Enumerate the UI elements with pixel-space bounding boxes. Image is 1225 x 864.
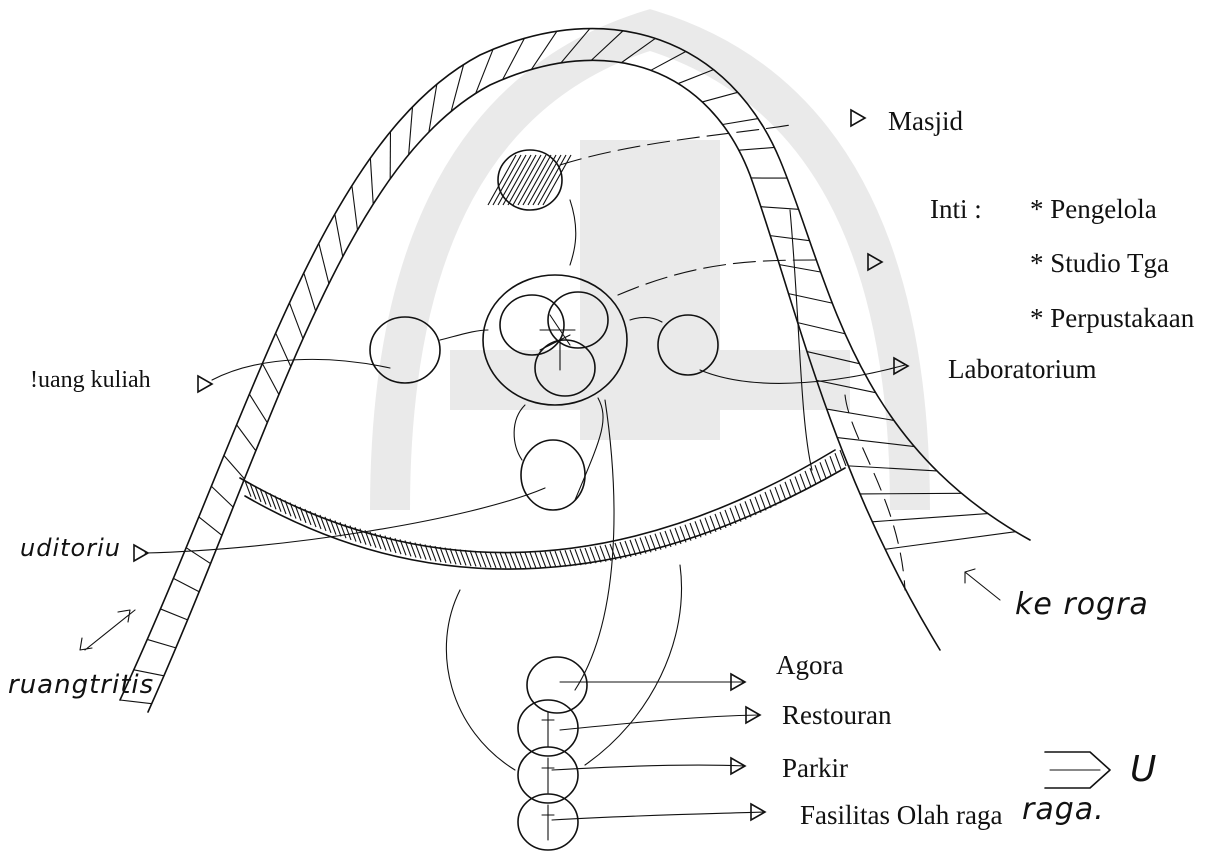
label-north: U [1130, 752, 1157, 788]
relation-arrows [80, 200, 1000, 770]
band-hatching [120, 29, 1016, 704]
label-agora: Agora [776, 652, 843, 679]
facility-stack [518, 657, 765, 850]
main-road-band [240, 450, 846, 569]
label-ke-rogra: ke rogra [1015, 590, 1149, 620]
label-ruang-kuliah: ǃuang kuliah [30, 368, 151, 392]
core-item-pengelola: * Pengelola [1030, 196, 1157, 223]
label-laboratorium: Laboratorium [948, 356, 1096, 383]
ruang-kuliah-zone [370, 317, 440, 383]
label-fasilitas: Fasilitas Olah raga [800, 802, 1002, 829]
masjid-zone [488, 125, 790, 210]
core-item-studio: * Studio Tga [1030, 250, 1169, 277]
north-arrow-icon [1045, 752, 1110, 788]
label-raga: raga. [1022, 795, 1105, 825]
right-inner-line [790, 210, 812, 470]
core-item-perpustakaan: * Perpustakaan [1030, 305, 1194, 332]
label-auditorium: uditoriu [20, 536, 121, 560]
core-title: Inti : [930, 196, 982, 223]
laboratorium-zone [658, 315, 718, 375]
label-parkir: Parkir [782, 755, 848, 782]
label-masjid: Masjid [888, 108, 963, 135]
label-restouran: Restouran [782, 702, 891, 729]
label-ruang-tritis: ruangtritis [8, 672, 154, 698]
